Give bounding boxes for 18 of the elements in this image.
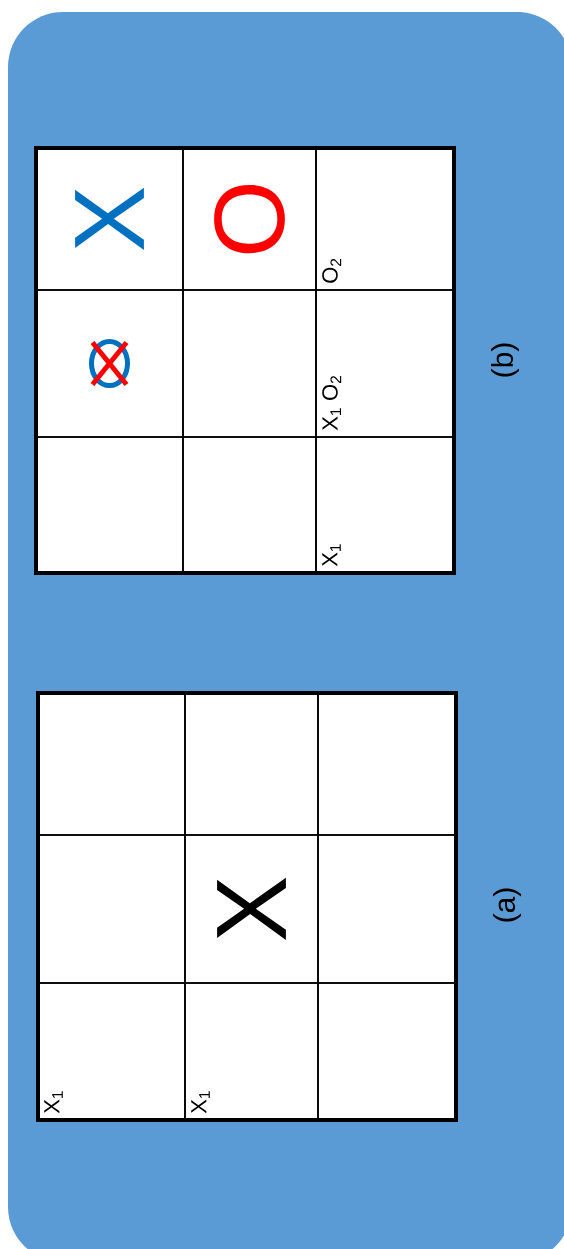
cell (184, 834, 319, 984)
cell-label: X$_{1}$ (44, 1091, 63, 1114)
x-mark: X (217, 877, 286, 941)
cell-label: O$_{2}$ (322, 258, 342, 283)
cell (315, 289, 455, 438)
empty-cell (317, 834, 457, 984)
cell-label: X$_{1}$ (322, 544, 341, 567)
caption: (b) (491, 343, 519, 377)
empty-cell (317, 692, 457, 836)
o-mark: O (214, 184, 285, 254)
caption: (a) (493, 888, 521, 922)
cell-label: X$_{1}$ (191, 1091, 210, 1114)
cell-label: X$_{1}$ O$_{2}$ (322, 376, 342, 431)
empty-cell (184, 692, 319, 836)
x-mark: X (75, 187, 144, 251)
cell (315, 147, 455, 291)
cell (182, 147, 317, 291)
empty-cell (182, 289, 317, 438)
